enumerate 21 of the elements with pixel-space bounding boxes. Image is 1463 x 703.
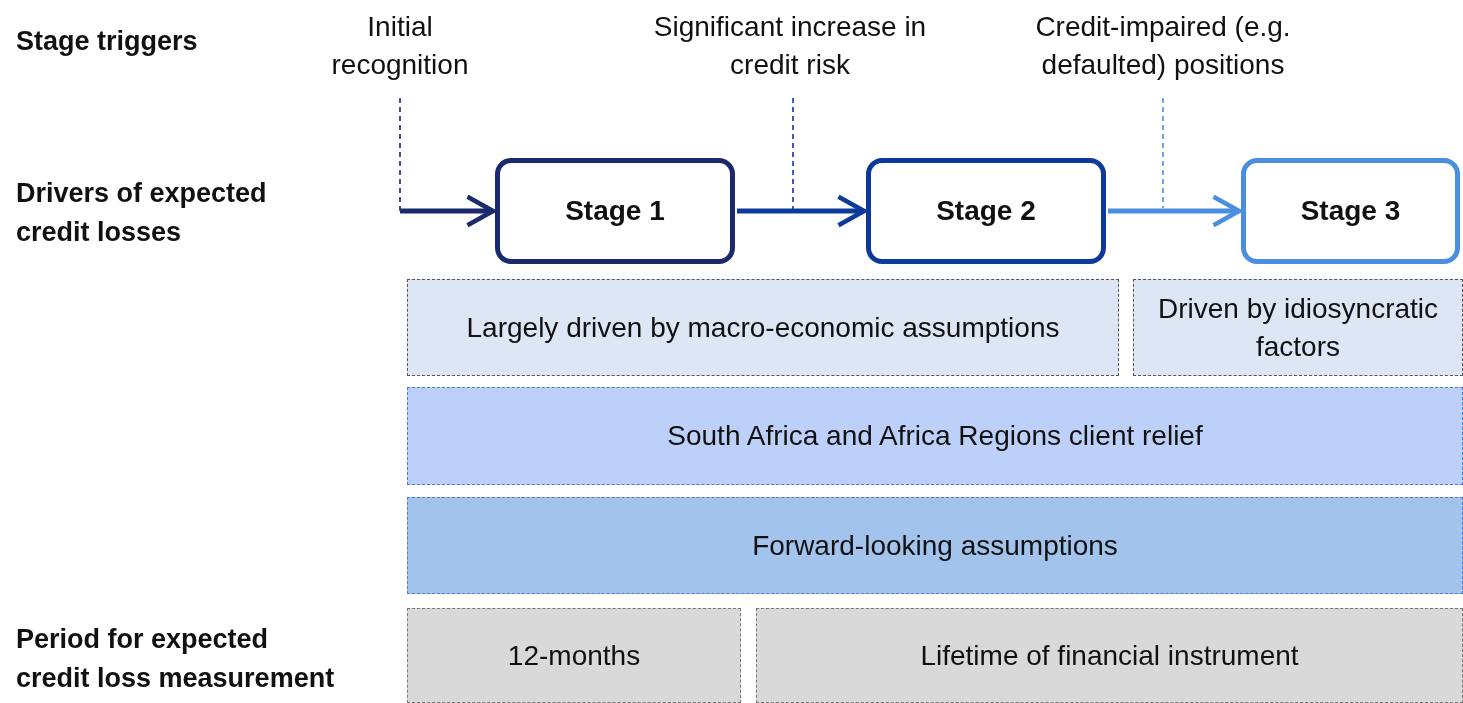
leader-line bbox=[1162, 97, 1164, 209]
stage-box: Stage 3 bbox=[1241, 158, 1460, 264]
driver-band: South Africa and Africa Regions client relief bbox=[407, 387, 1463, 485]
row-heading: Period for expected credit loss measurement bbox=[16, 623, 336, 696]
arrow bbox=[1108, 194, 1242, 228]
stage-box: Stage 2 bbox=[866, 158, 1106, 264]
arrow bbox=[737, 194, 867, 228]
driver-band: Largely driven by macro-economic assumptions bbox=[407, 279, 1119, 376]
row-heading: Drivers of expected credit losses bbox=[16, 177, 268, 250]
driver-band: Lifetime of financial instrument bbox=[756, 608, 1463, 703]
trigger-label: Initial recognition bbox=[320, 6, 480, 86]
row-heading: Stage triggers bbox=[16, 25, 199, 58]
trigger-label: Credit-impaired (e.g. defaulted) positions bbox=[1000, 6, 1326, 86]
trigger-label: Significant increase in credit risk bbox=[640, 6, 940, 86]
arrow bbox=[400, 194, 496, 228]
driver-band: 12-months bbox=[407, 608, 741, 703]
leader-line bbox=[792, 97, 794, 212]
stage-box: Stage 1 bbox=[495, 158, 735, 264]
driver-band: Driven by idiosyncratic factors bbox=[1133, 279, 1463, 376]
leader-line bbox=[399, 97, 401, 212]
driver-band: Forward-looking assumptions bbox=[407, 497, 1463, 594]
